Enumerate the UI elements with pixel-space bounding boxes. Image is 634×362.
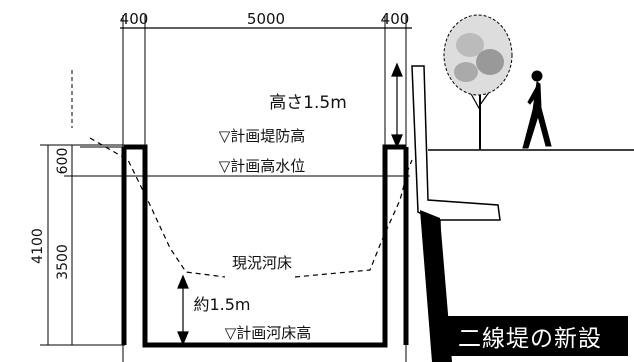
dim-600: 600	[55, 148, 71, 175]
depth-arrow-head	[177, 331, 189, 346]
high-water-label: ▽計画高水位	[219, 157, 306, 175]
height-label: 高さ1.5m	[269, 93, 347, 113]
height-arrow-head	[391, 62, 403, 77]
channel-outline	[124, 144, 406, 348]
dim-400-right: 400	[381, 10, 410, 28]
caption-text: 二線堤の新設	[458, 326, 602, 352]
person-illustration	[522, 70, 552, 149]
depth-label: 約1.5m	[193, 295, 250, 314]
levee-crest-label: ▽計画堤防高	[219, 127, 306, 145]
dim-400-left: 400	[120, 10, 149, 28]
current-bed-label: 現況河床	[232, 254, 292, 272]
tree-illustration	[443, 14, 513, 150]
existing-slope-right	[294, 159, 413, 278]
dim-3500: 3500	[55, 244, 71, 280]
height-arrow-head	[391, 134, 403, 149]
dim-4100: 4100	[30, 228, 46, 264]
dim-5000: 5000	[247, 10, 285, 28]
caption-box: 二線堤の新設	[432, 316, 628, 356]
existing-slope-left	[89, 137, 226, 278]
depth-arrow-head	[177, 274, 189, 289]
planned-bed-label: ▽計画河床高	[225, 324, 312, 342]
